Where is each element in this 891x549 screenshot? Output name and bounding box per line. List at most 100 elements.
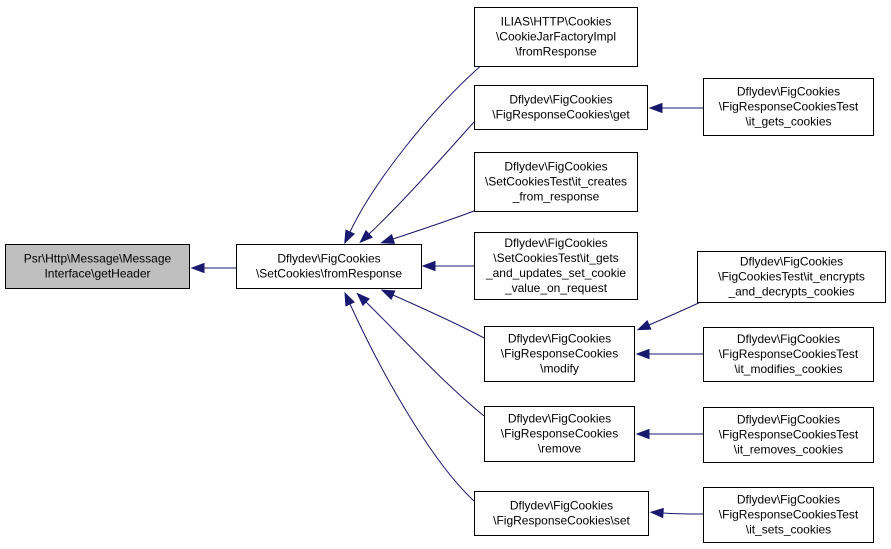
edge-n11-n6: [635, 348, 704, 360]
node-label-line: _and_updates_set_cookie: [485, 266, 626, 280]
edges-layer: [190, 62, 704, 519]
graph-node-n4[interactable]: Dflydev\FigCookies\SetCookiesTest\it_cre…: [474, 152, 638, 212]
node-label-line: Dflydev\FigCookies: [504, 160, 607, 174]
edge-line: [368, 121, 475, 235]
node-label-line: \FigResponseCookiesTest: [719, 428, 859, 442]
node-box: [474, 152, 638, 212]
arrowhead-icon: [190, 262, 205, 274]
edge-line: [392, 206, 485, 240]
node-box: [474, 7, 638, 67]
graph-node-n11[interactable]: Dflydev\FigCookies\FigResponseCookiesTes…: [703, 327, 874, 382]
edge-n1-n0: [190, 262, 236, 274]
graph-node-n9[interactable]: Dflydev\FigCookies\FigResponseCookiesTes…: [703, 78, 874, 136]
arrowhead-icon: [635, 348, 650, 360]
edge-n7-n1: [356, 292, 485, 417]
node-label-line: Dflydev\FigCookies: [740, 255, 843, 269]
edge-line: [648, 300, 704, 326]
node-label-line: \SetCookies\fromResponse: [256, 267, 402, 281]
node-box: [703, 78, 874, 136]
node-label-line: Dflydev\FigCookies: [737, 413, 840, 427]
edge-n2-n1: [344, 62, 485, 245]
node-box: [703, 327, 874, 382]
graph-node-n13[interactable]: Dflydev\FigCookies\FigResponseCookiesTes…: [703, 487, 874, 543]
node-label-line: Dflydev\FigCookies: [508, 332, 611, 346]
arrowhead-icon: [636, 320, 652, 331]
node-label-line: \it_modifies_cookies: [734, 362, 842, 376]
arrowhead-icon: [380, 233, 396, 244]
node-label-line: \fromResponse: [515, 45, 597, 59]
node-label-line: \CookieJarFactoryImpl: [496, 30, 616, 44]
graph-node-n8[interactable]: Dflydev\FigCookies\FigResponseCookies\se…: [474, 491, 649, 536]
edge-n3-n1: [359, 121, 475, 244]
node-label-line: _value_on_request: [504, 281, 608, 295]
node-label-line: \it_gets_cookies: [745, 115, 831, 129]
node-label-line: \FigResponseCookiesTest: [719, 508, 859, 522]
node-box: [484, 406, 635, 462]
node-label-line: Dflydev\FigCookies: [508, 412, 611, 426]
edge-line: [349, 62, 485, 233]
node-label-line: \FigResponseCookiesTest: [719, 100, 859, 114]
edge-line: [662, 512, 704, 515]
node-label-line: Psr\Http\Message\Message: [24, 252, 172, 266]
graph-node-n10[interactable]: Dflydev\FigCookies\FigCookiesTest\it_enc…: [697, 251, 886, 303]
node-label-line: \FigCookiesTest\it_encrypts: [718, 270, 865, 284]
node-label-line: ILIAS\HTTP\Cookies: [501, 15, 612, 29]
node-label-line: Dflydev\FigCookies: [509, 93, 612, 107]
node-label-line: \SetCookiesTest\it_creates: [485, 175, 627, 189]
node-label-line: \it_sets_cookies: [746, 523, 831, 537]
node-label-line: Interface\getHeader: [44, 267, 150, 281]
arrowhead-icon: [649, 507, 664, 519]
node-box: [474, 85, 648, 130]
node-box: [236, 244, 422, 289]
arrowhead-icon: [359, 229, 373, 244]
arrowhead-icon: [344, 291, 355, 307]
node-label-line: \FigResponseCookies\set: [493, 514, 630, 528]
graph-node-n1[interactable]: Dflydev\FigCookies\SetCookies\fromRespon…: [236, 244, 422, 289]
graph-node-n6[interactable]: Dflydev\FigCookies\FigResponseCookies\mo…: [484, 326, 635, 382]
node-label-line: Dflydev\FigCookies: [277, 252, 380, 266]
edge-n12-n7: [635, 428, 703, 440]
node-label-line: Dflydev\FigCookies: [510, 499, 613, 513]
node-box: [703, 407, 874, 463]
node-label-line: \it_removes_cookies: [734, 443, 843, 457]
node-label-line: \FigResponseCookiesTest: [719, 347, 859, 361]
node-box: [474, 491, 649, 536]
node-label-line: \FigResponseCookies: [501, 347, 618, 361]
node-box: [697, 251, 886, 303]
node-box: [474, 232, 638, 300]
arrowhead-icon: [648, 102, 663, 114]
arrowhead-icon: [421, 260, 436, 272]
edge-n8-n1: [344, 291, 475, 502]
arrowhead-icon: [344, 229, 355, 245]
edge-n6-n1: [380, 289, 485, 339]
graph-node-n0[interactable]: Psr\Http\Message\MessageInterface\getHea…: [5, 244, 190, 289]
graph-node-n12[interactable]: Dflydev\FigCookies\FigResponseCookiesTes…: [703, 407, 874, 463]
edge-n9-n3: [648, 102, 704, 114]
node-label-line: \SetCookiesTest\it_gets: [493, 251, 618, 265]
node-label-line: \FigResponseCookies\get: [492, 108, 630, 122]
arrowhead-icon: [356, 292, 370, 307]
node-label-line: _from_response: [512, 190, 600, 204]
node-label-line: Dflydev\FigCookies: [737, 332, 840, 346]
node-label-line: Dflydev\FigCookies: [504, 236, 607, 250]
edge-n4-n1: [380, 206, 485, 244]
graph-node-n2[interactable]: ILIAS\HTTP\Cookies\CookieJarFactoryImpl\…: [474, 7, 638, 67]
node-box: [703, 487, 874, 543]
arrowhead-icon: [380, 289, 396, 300]
edge-line: [349, 303, 475, 502]
graph-node-n3[interactable]: Dflydev\FigCookies\FigResponseCookies\ge…: [474, 85, 648, 130]
node-label-line: Dflydev\FigCookies: [737, 85, 840, 99]
node-box: [484, 326, 635, 382]
node-label-line: \FigResponseCookies: [501, 427, 618, 441]
node-label-line: \remove: [538, 442, 582, 456]
nodes-layer: Psr\Http\Message\MessageInterface\getHea…: [5, 7, 886, 543]
node-box: [5, 244, 190, 289]
edge-n10-n6: [636, 300, 704, 331]
edge-line: [365, 301, 485, 417]
arrowhead-icon: [635, 428, 650, 440]
graph-node-n5[interactable]: Dflydev\FigCookies\SetCookiesTest\it_get…: [474, 232, 638, 300]
graph-node-n7[interactable]: Dflydev\FigCookies\FigResponseCookies\re…: [484, 406, 635, 462]
edge-n13-n8: [649, 507, 704, 519]
node-label-line: \modify: [540, 362, 579, 376]
